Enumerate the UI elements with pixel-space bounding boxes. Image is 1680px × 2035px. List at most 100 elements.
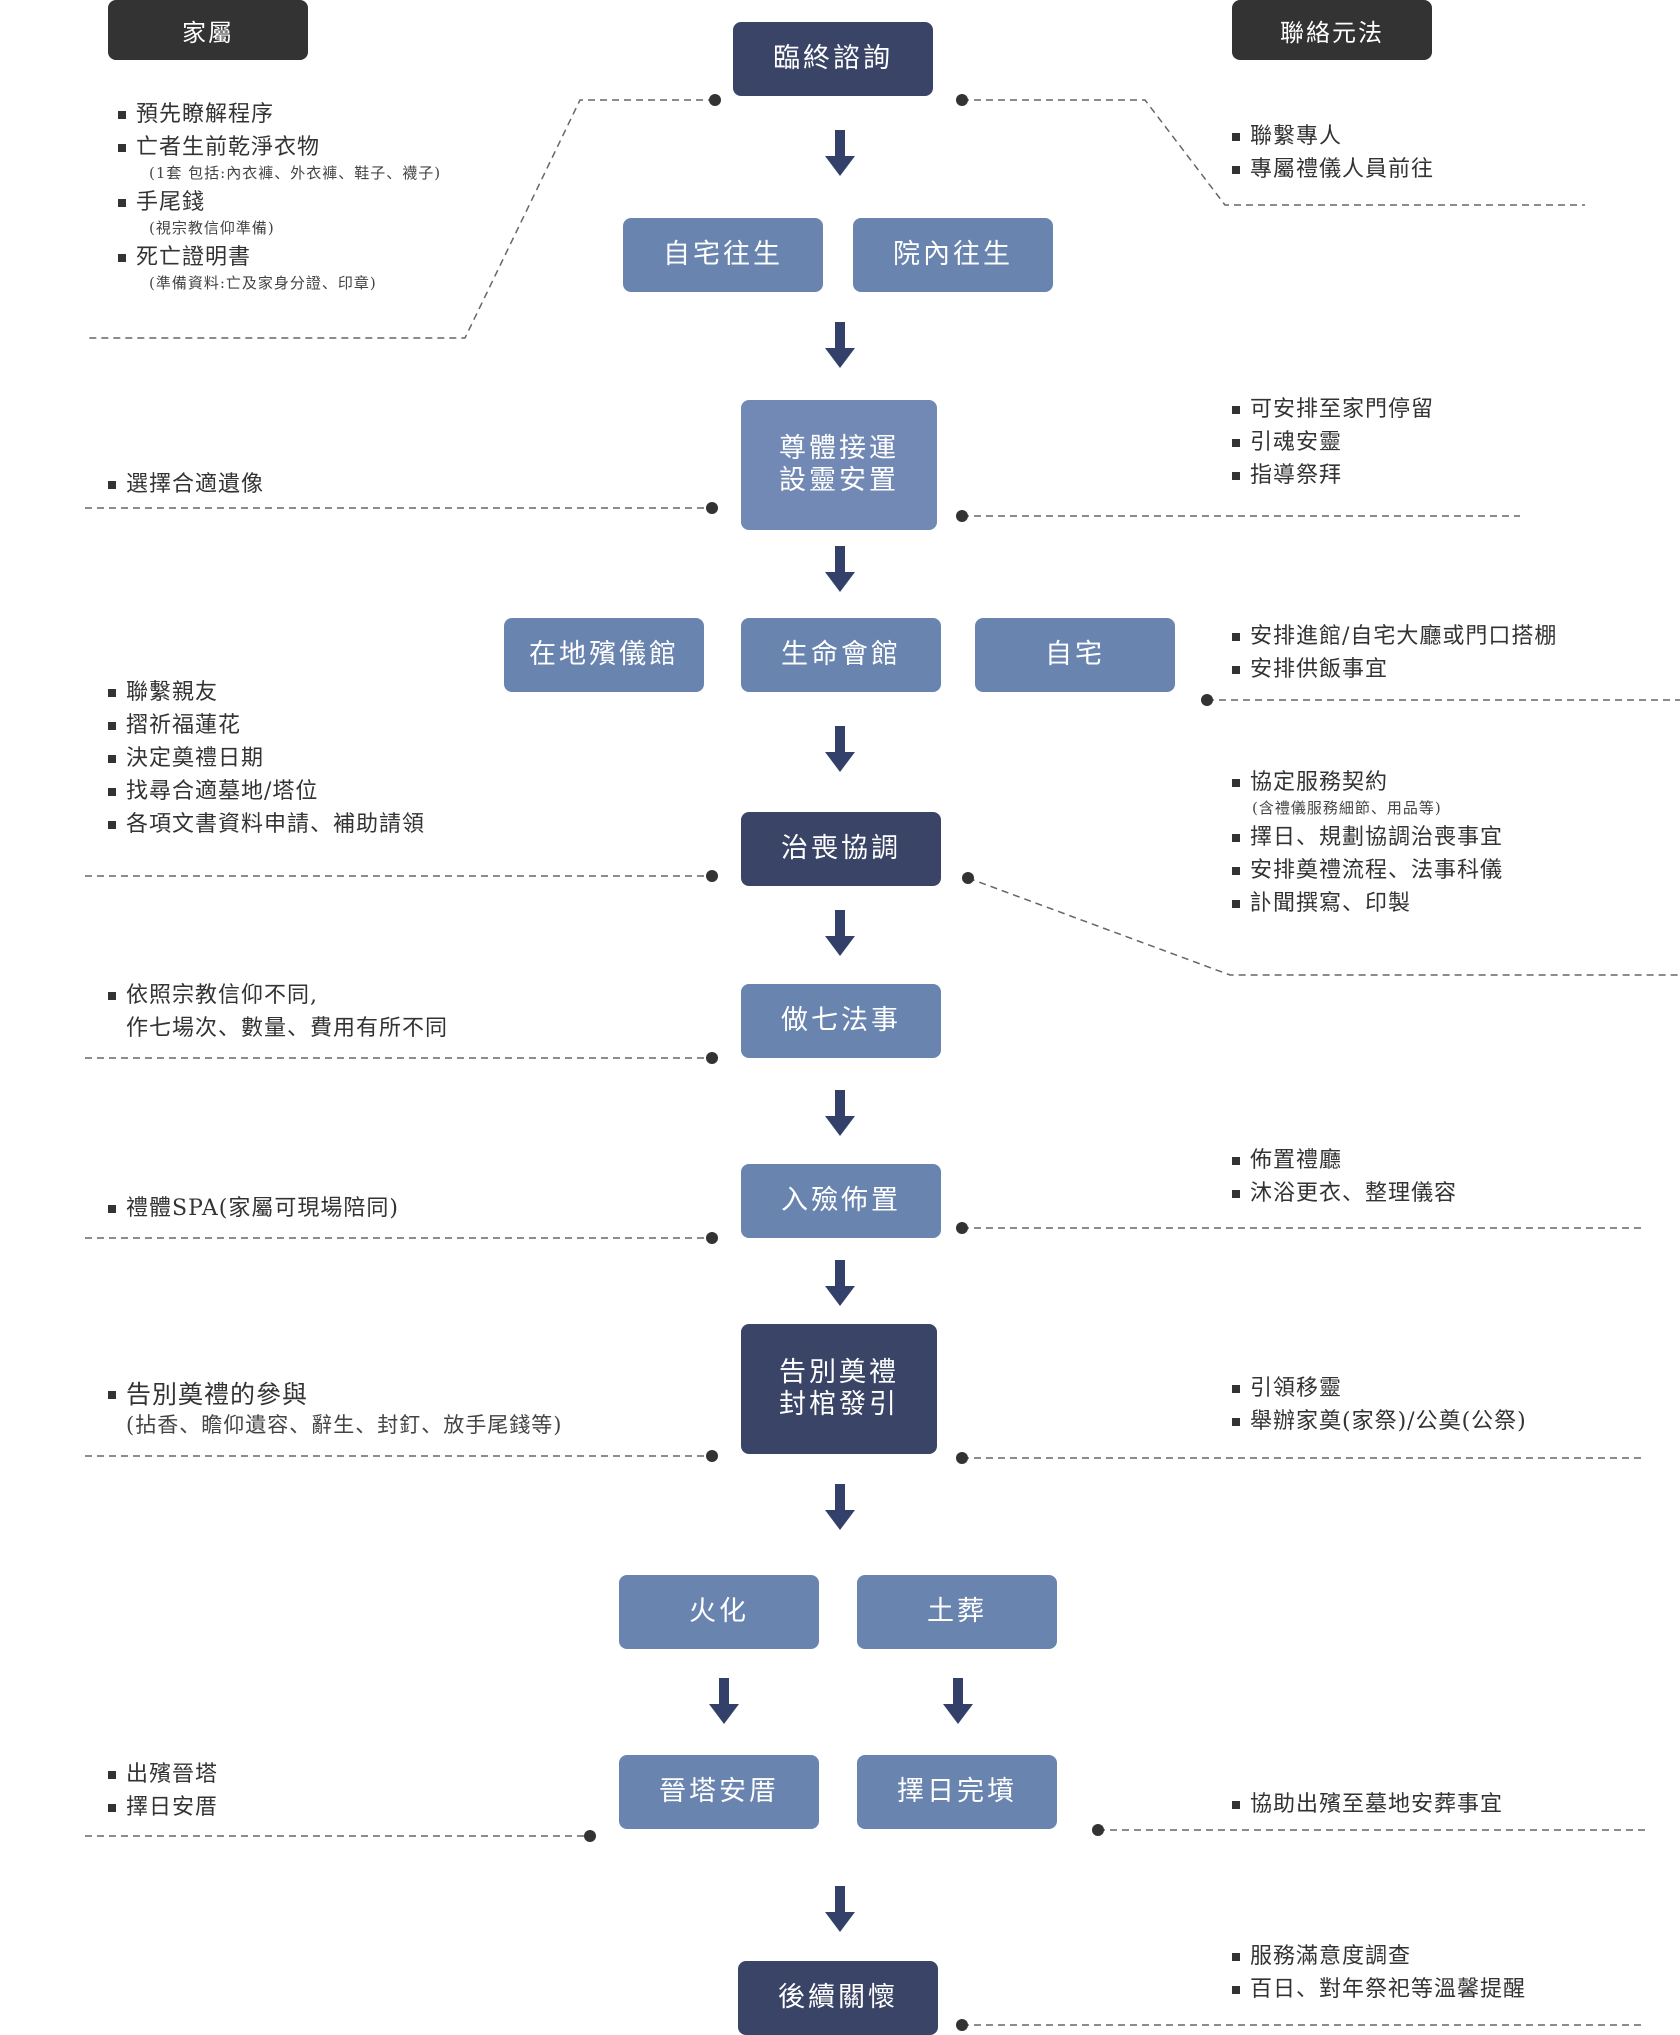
step-farewell: 告別奠禮 封棺發引 bbox=[741, 1324, 937, 1454]
list-item-note: (視宗教信仰準備) bbox=[149, 219, 275, 237]
down-arrow-icon bbox=[825, 322, 855, 368]
contact-notes-2: 可安排至家門停留 引魂安靈 指導祭拜 bbox=[1230, 393, 1434, 492]
down-arrow-icon bbox=[825, 546, 855, 592]
list-item: 安排供飯事宜 bbox=[1230, 653, 1557, 686]
step-seventh-rites: 做七法事 bbox=[741, 984, 941, 1058]
list-item: 亡者生前乾淨衣物 bbox=[116, 131, 441, 164]
list-item: 安排進館/自宅大廳或門口搭棚 bbox=[1230, 620, 1557, 653]
list-item: 可安排至家門停留 bbox=[1230, 393, 1434, 426]
list-item-note: (拈香、瞻仰遺容、辭生、封釘、放手尾錢等) bbox=[126, 1413, 563, 1437]
step-home: 自宅 bbox=[975, 618, 1175, 692]
family-notes-6: 告別奠禮的參與 (拈香、瞻仰遺容、辭生、封釘、放手尾錢等) bbox=[106, 1378, 562, 1443]
contact-notes-4: 協定服務契約 (含禮儀服務細節、用品等) 擇日、規劃協調治喪事宜 安排奠禮流程、… bbox=[1230, 766, 1503, 920]
contact-notes-3: 安排進館/自宅大廳或門口搭棚 安排供飯事宜 bbox=[1230, 620, 1557, 686]
list-item: 舉辦家奠(家祭)/公奠(公祭) bbox=[1230, 1405, 1527, 1438]
list-item: 服務滿意度調查 bbox=[1230, 1940, 1526, 1973]
list-item: 訃聞撰寫、印製 bbox=[1230, 887, 1503, 920]
step-transport: 尊體接運 設靈安置 bbox=[741, 400, 937, 530]
list-item: 找尋合適墓地/塔位 bbox=[106, 775, 425, 808]
down-arrow-icon bbox=[709, 1678, 739, 1724]
connector-dot bbox=[956, 2019, 968, 2031]
list-item: 協定服務契約 bbox=[1230, 766, 1503, 799]
down-arrow-icon bbox=[825, 130, 855, 176]
list-item: 死亡證明書 bbox=[116, 241, 441, 274]
connector-dot bbox=[584, 1830, 596, 1842]
list-item-note: (1套 包括:內衣褲、外衣褲、鞋子、襪子) bbox=[149, 164, 442, 182]
connector-dot bbox=[956, 510, 968, 522]
family-notes-7: 出殯晉塔 擇日安厝 bbox=[106, 1758, 218, 1824]
list-item: 各項文書資料申請、補助請領 bbox=[106, 808, 425, 841]
step-consult: 臨終諮詢 bbox=[733, 22, 933, 96]
dashed-connector bbox=[85, 99, 715, 339]
connector-dot bbox=[706, 502, 718, 514]
list-item: 引領移靈 bbox=[1230, 1372, 1527, 1405]
step-encoffin: 入殮佈置 bbox=[741, 1164, 941, 1238]
contact-notes-6: 引領移靈 舉辦家奠(家祭)/公奠(公祭) bbox=[1230, 1372, 1527, 1438]
list-item: 禮體SPA(家屬可現場陪同) bbox=[106, 1192, 399, 1225]
step-aftercare: 後續關懷 bbox=[738, 1961, 938, 2035]
step-cremation: 火化 bbox=[619, 1575, 819, 1649]
step-local-funeral-home: 在地殯儀館 bbox=[504, 618, 704, 692]
step-columbarium: 晉塔安厝 bbox=[619, 1755, 819, 1829]
step-hospital-death: 院內往生 bbox=[853, 218, 1053, 292]
list-item: 摺祈福蓮花 bbox=[106, 709, 425, 742]
family-notes-1: 預先瞭解程序 亡者生前乾淨衣物 (1套 包括:內衣褲、外衣褲、鞋子、襪子) 手尾… bbox=[116, 98, 441, 296]
down-arrow-icon bbox=[825, 1260, 855, 1306]
step-life-hall: 生命會館 bbox=[741, 618, 941, 692]
connector-dot bbox=[956, 94, 968, 106]
list-item: 預先瞭解程序 bbox=[116, 98, 441, 131]
step-grave: 擇日完墳 bbox=[857, 1755, 1057, 1829]
list-item: 沐浴更衣、整理儀容 bbox=[1230, 1177, 1457, 1210]
family-notes-5: 禮體SPA(家屬可現場陪同) bbox=[106, 1192, 399, 1225]
down-arrow-icon bbox=[825, 1886, 855, 1932]
list-item: 聯繫專人 bbox=[1230, 120, 1434, 153]
family-notes-2: 選擇合適遺像 bbox=[106, 468, 264, 501]
connector-dot bbox=[709, 94, 721, 106]
list-item-continued: 作七場次、數量、費用有所不同 bbox=[126, 1016, 449, 1041]
list-item: 決定奠禮日期 bbox=[106, 742, 425, 775]
list-item: 聯繫親友 bbox=[106, 676, 425, 709]
connector-dot bbox=[706, 1232, 718, 1244]
down-arrow-icon bbox=[825, 910, 855, 956]
dashed-connector bbox=[962, 99, 1585, 206]
family-notes-4: 依照宗教信仰不同, 作七場次、數量、費用有所不同 bbox=[106, 979, 448, 1045]
contact-notes-5: 佈置禮廳 沐浴更衣、整理儀容 bbox=[1230, 1144, 1457, 1210]
down-arrow-icon bbox=[825, 726, 855, 772]
family-notes-3: 聯繫親友 摺祈福蓮花 決定奠禮日期 找尋合適墓地/塔位 各項文書資料申請、補助請… bbox=[106, 676, 425, 841]
list-item: 專屬禮儀人員前往 bbox=[1230, 153, 1434, 186]
contact-column-header: 聯絡元法 bbox=[1232, 0, 1432, 60]
down-arrow-icon bbox=[943, 1678, 973, 1724]
connector-dot bbox=[956, 1222, 968, 1234]
list-item: 擇日、規劃協調治喪事宜 bbox=[1230, 821, 1503, 854]
list-item: 安排奠禮流程、法事科儀 bbox=[1230, 854, 1503, 887]
list-item: 出殯晉塔 bbox=[106, 1758, 218, 1791]
family-column-header: 家屬 bbox=[108, 0, 308, 60]
contact-notes-8: 服務滿意度調查 百日、對年祭祀等溫馨提醒 bbox=[1230, 1940, 1526, 2006]
down-arrow-icon bbox=[825, 1484, 855, 1530]
connector-dot bbox=[956, 1452, 968, 1464]
connector-dot bbox=[706, 1052, 718, 1064]
list-item-note: (準備資料:亡及家身分證、印章) bbox=[149, 274, 377, 292]
connector-dot bbox=[706, 870, 718, 882]
connector-dot bbox=[706, 1450, 718, 1462]
down-arrow-icon bbox=[825, 1090, 855, 1136]
step-home-death: 自宅往生 bbox=[623, 218, 823, 292]
contact-notes-7: 協助出殯至墓地安葬事宜 bbox=[1230, 1788, 1503, 1821]
list-item: 選擇合適遺像 bbox=[106, 468, 264, 501]
list-item: 佈置禮廳 bbox=[1230, 1144, 1457, 1177]
list-item: 指導祭拜 bbox=[1230, 459, 1434, 492]
list-item-note: (含禮儀服務細節、用品等) bbox=[1252, 799, 1442, 817]
list-item: 手尾錢 bbox=[116, 186, 441, 219]
connector-dot bbox=[1201, 694, 1213, 706]
list-item: 告別奠禮的參與 bbox=[106, 1378, 562, 1411]
connector-dot bbox=[962, 872, 974, 884]
step-coordination: 治喪協調 bbox=[741, 812, 941, 886]
list-item: 百日、對年祭祀等溫馨提醒 bbox=[1230, 1973, 1526, 2006]
list-item: 依照宗教信仰不同, bbox=[106, 979, 448, 1012]
list-item: 協助出殯至墓地安葬事宜 bbox=[1230, 1788, 1503, 1821]
list-item: 引魂安靈 bbox=[1230, 426, 1434, 459]
dashed-connector bbox=[967, 877, 1680, 976]
list-item: 擇日安厝 bbox=[106, 1791, 218, 1824]
